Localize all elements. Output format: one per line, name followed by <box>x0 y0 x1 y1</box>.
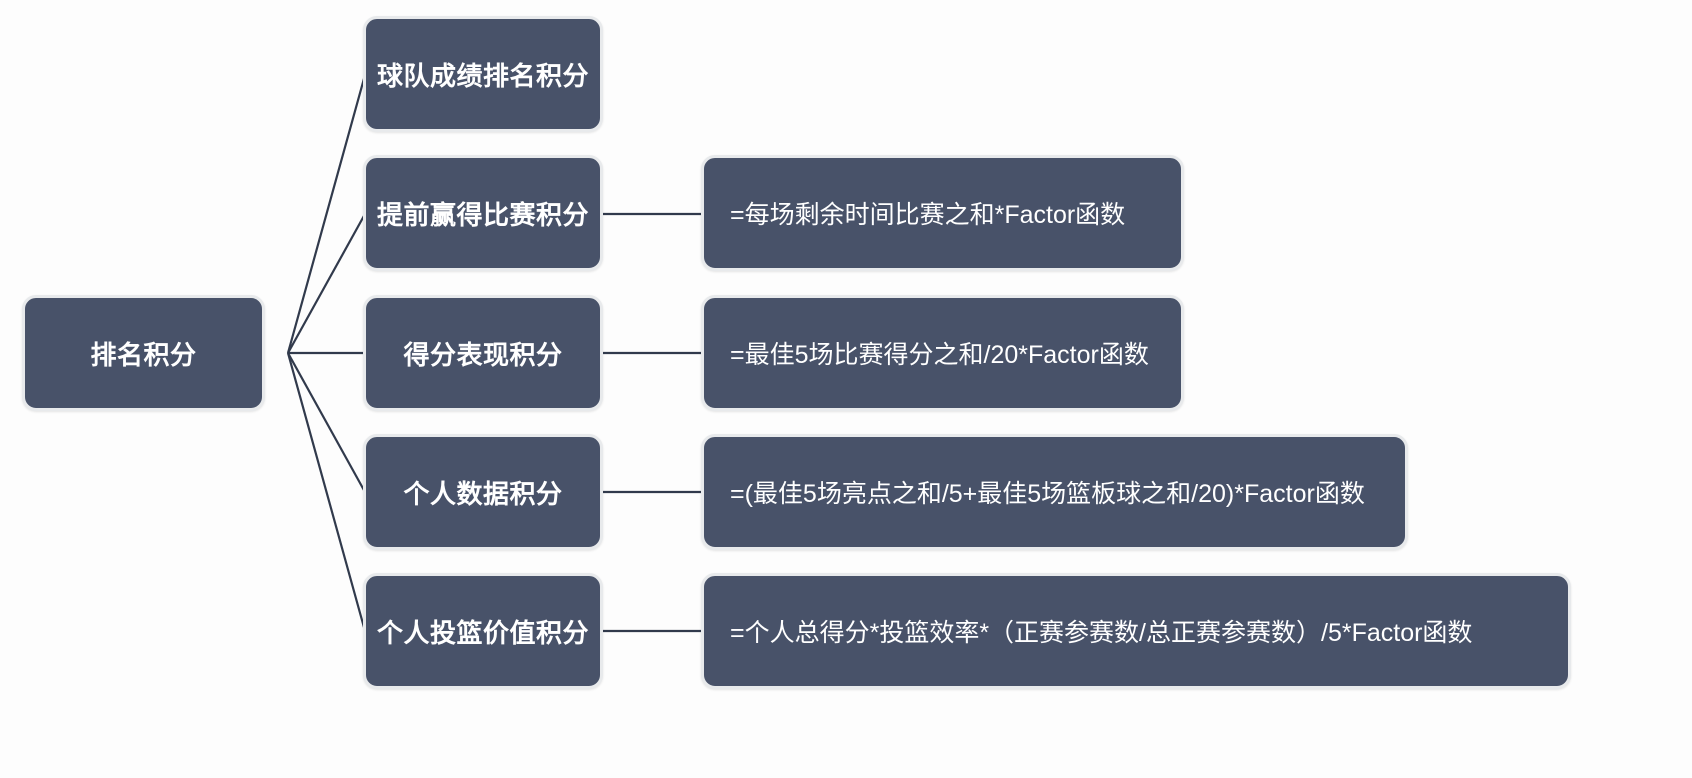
edge-root-to-branch-5 <box>286 352 367 632</box>
edge-root-to-branch-1 <box>286 74 367 354</box>
branch-node-5-label: 个人投篮价值积分 <box>376 617 589 648</box>
formula-node-3[interactable]: =最佳5场比赛得分之和/20*Factor函数 <box>701 295 1184 411</box>
edge-root-to-branch-2 <box>287 213 366 354</box>
branch-node-2[interactable]: 提前赢得比赛积分 <box>363 155 603 271</box>
root-node-label: 排名积分 <box>90 339 197 370</box>
formula-node-2-label: =每场剩余时间比赛之和*Factor函数 <box>730 201 1126 229</box>
branch-node-2-label: 提前赢得比赛积分 <box>376 199 589 230</box>
branch-node-1[interactable]: 球队成绩排名积分 <box>363 16 603 132</box>
formula-node-5[interactable]: =个人总得分*投篮效率*（正赛参赛数/总正赛参赛数）/5*Factor函数 <box>701 573 1571 689</box>
branch-node-5[interactable]: 个人投篮价值积分 <box>363 573 603 689</box>
formula-node-5-label: =个人总得分*投篮效率*（正赛参赛数/总正赛参赛数）/5*Factor函数 <box>730 619 1473 647</box>
formula-node-4-label: =(最佳5场亮点之和/5+最佳5场篮板球之和/20)*Factor函数 <box>730 480 1365 508</box>
branch-node-4[interactable]: 个人数据积分 <box>363 434 603 550</box>
branch-node-3[interactable]: 得分表现积分 <box>363 295 603 411</box>
root-node-ranking-points[interactable]: 排名积分 <box>22 295 265 411</box>
edge-root-to-branch-4 <box>287 352 366 493</box>
branch-node-1-label: 球队成绩排名积分 <box>376 60 589 91</box>
formula-node-4[interactable]: =(最佳5场亮点之和/5+最佳5场篮板球之和/20)*Factor函数 <box>701 434 1408 550</box>
formula-node-3-label: =最佳5场比赛得分之和/20*Factor函数 <box>730 341 1149 369</box>
branch-node-4-label: 个人数据积分 <box>403 478 563 509</box>
branch-node-3-label: 得分表现积分 <box>403 339 563 370</box>
formula-node-2[interactable]: =每场剩余时间比赛之和*Factor函数 <box>701 155 1184 271</box>
